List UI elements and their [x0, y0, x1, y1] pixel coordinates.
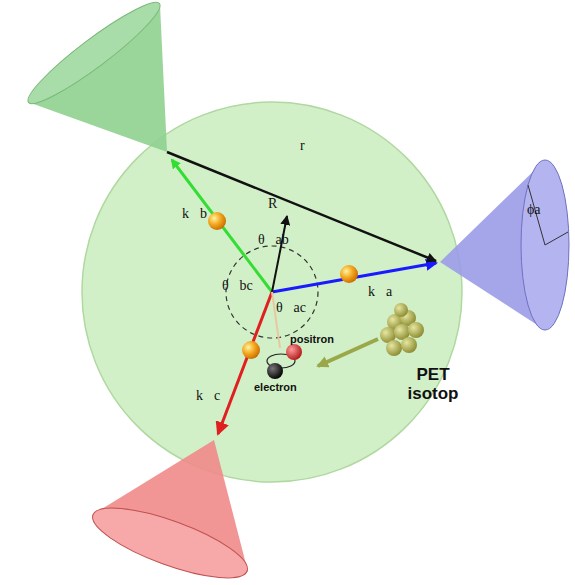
- vector-label: k⃗b: [182, 206, 207, 221]
- r-vector: [167, 152, 436, 261]
- particle-label: positron: [290, 333, 334, 345]
- vector-label: R⃗: [268, 196, 288, 211]
- ka-vector: [272, 263, 436, 292]
- angle-label: θ⃗bc: [222, 278, 253, 293]
- vector-label: k⃗a: [368, 284, 392, 299]
- positron-ball: [286, 344, 302, 360]
- photon: [208, 212, 226, 230]
- electron-ball: [267, 363, 283, 379]
- kb-vector: [172, 160, 272, 292]
- particle-label: electron: [254, 381, 297, 393]
- angle-label: θ⃗ab: [258, 232, 289, 247]
- vector-label: k⃗c: [196, 388, 220, 403]
- angle-label: θ⃗ac: [276, 300, 306, 315]
- R-vector: [272, 216, 287, 292]
- isotope-cluster: [380, 303, 424, 356]
- kc-vector: [218, 292, 272, 434]
- vector-label: r⃗: [300, 138, 316, 153]
- angle-label: ϕa: [527, 202, 541, 217]
- isotope-label: PET isotop: [398, 366, 468, 403]
- blue-cone: [440, 160, 569, 330]
- photon: [242, 341, 260, 359]
- green-cone: [20, 0, 168, 152]
- detector-sphere: [82, 102, 462, 482]
- red-cone: [85, 440, 254, 585]
- photon: [340, 265, 358, 283]
